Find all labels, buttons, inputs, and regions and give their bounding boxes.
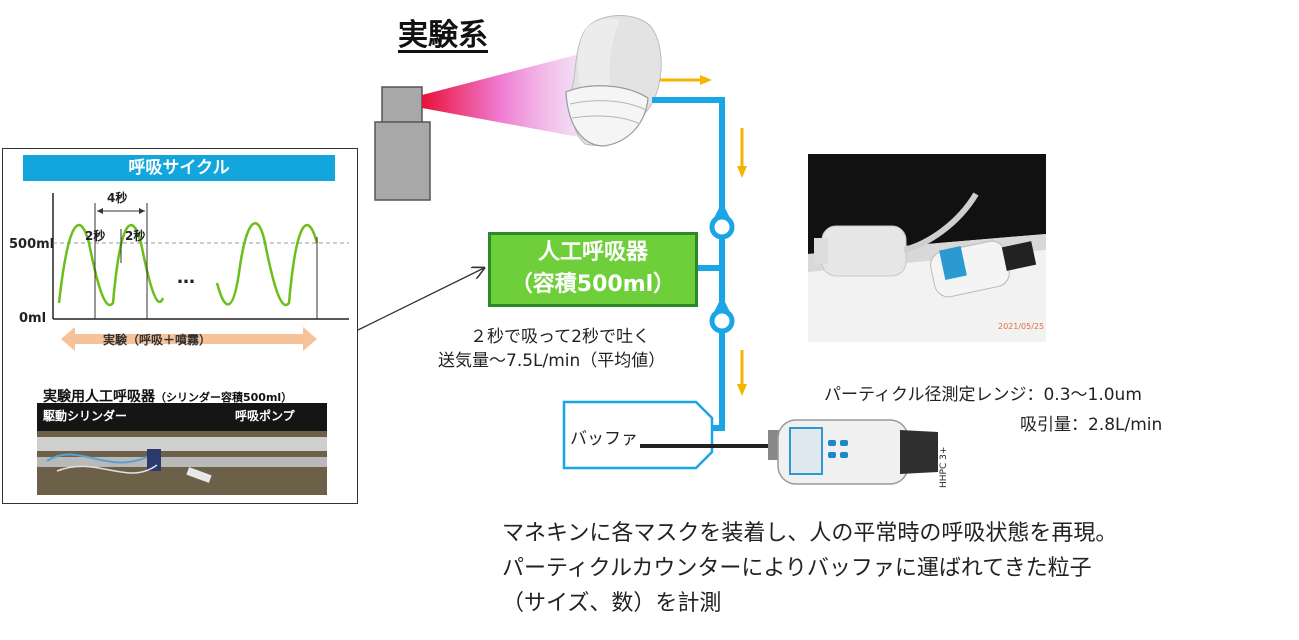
label-breathing-pump: 呼吸ポンプ	[235, 409, 295, 423]
buffer-label: バッファ	[570, 429, 638, 449]
sprayer-device	[374, 86, 431, 201]
flow-arrow-down-top	[737, 128, 747, 178]
y-label-500ml: 500ml	[9, 237, 55, 252]
ventilator-device-photo: 駆動シリンダー 呼吸ポンプ	[37, 403, 327, 495]
counter-setup-photo: 2021/05/25	[808, 154, 1046, 342]
device-caption: 実験用人工呼吸器（シリンダー容積500ml）	[43, 386, 292, 406]
flow-arrow-right	[660, 75, 712, 85]
device-caption-main: 実験用人工呼吸器	[43, 389, 155, 405]
breathing-note-line2: 送気量～7.5L/min（平均値）	[438, 351, 666, 371]
wave-ellipsis: …	[177, 267, 195, 288]
suction-rate-spec: 吸引量：2.8L/min	[1020, 415, 1163, 435]
check-valve-upper	[709, 202, 735, 240]
range-label: 実験（呼吸＋噴霧）	[103, 333, 212, 347]
flow-arrow-down-bottom	[737, 350, 747, 396]
description-line2: パーティクルカウンターによりバッファに運ばれてきた粒子	[502, 556, 1092, 581]
counter-model-label: HHPC 3+	[939, 447, 949, 488]
interval-total-label: 4秒	[107, 191, 128, 205]
interval-half-label-b: 2秒	[125, 229, 146, 243]
ventilator-volume: （容積500ml）	[510, 272, 676, 297]
spray-cone	[422, 50, 595, 140]
breathing-note-line1: ２秒で吸って2秒で吐く	[470, 327, 650, 347]
photo-date: 2021/05/25	[998, 322, 1045, 331]
description-line1: マネキンに各マスクを装着し、人の平常時の呼吸状態を再現。	[502, 521, 1118, 546]
particle-counter-device: HHPC 3+	[768, 419, 949, 488]
breathing-wave-chart	[52, 193, 349, 351]
ventilator-title: 人工呼吸器	[537, 240, 648, 265]
device-caption-sub: （シリンダー容積500ml）	[155, 391, 293, 404]
y-label-0ml: 0ml	[19, 311, 47, 326]
breathing-cycle-panel: 呼吸サイクル 4秒 2秒 2秒 500ml 0ml … 実験（呼吸＋噴霧） 実験…	[2, 148, 358, 504]
check-valve-lower	[709, 296, 735, 334]
label-drive-cylinder: 駆動シリンダー	[43, 409, 128, 423]
experiment-range-arrow	[61, 327, 317, 351]
pointer-arrow	[357, 268, 484, 331]
cycle-banner: 呼吸サイクル	[23, 155, 335, 181]
wave-right	[215, 222, 319, 307]
page-title: 実験系	[398, 18, 488, 53]
measurement-range-spec: パーティクル径測定レンジ：0.3～1.0um	[824, 385, 1142, 405]
mannequin-head	[565, 15, 662, 147]
interval-half-label-a: 2秒	[85, 229, 106, 243]
ventilator-box: 人工呼吸器 （容積500ml）	[488, 232, 698, 307]
buffer-box	[562, 400, 714, 470]
description-line3: （サイズ、数）を計測	[502, 591, 722, 616]
